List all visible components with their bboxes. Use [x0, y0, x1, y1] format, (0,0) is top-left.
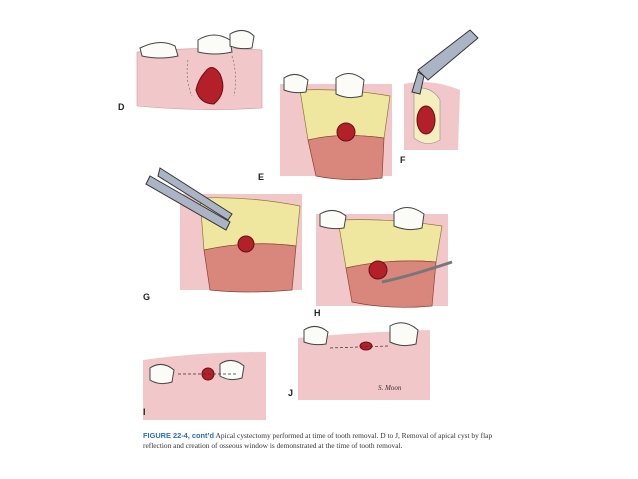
panel-h-illustration: [316, 207, 453, 308]
panel-i-illustration: [143, 352, 266, 420]
panel-label-h: H: [314, 308, 321, 318]
panel-f-illustration: [404, 29, 479, 150]
panel-j-illustration: [298, 322, 430, 400]
figure-label: FIGURE 22-4, cont’d: [143, 431, 215, 440]
figure-caption: FIGURE 22-4, cont’d Apical cystectomy pe…: [143, 431, 493, 450]
panel-label-d: D: [118, 102, 125, 112]
panel-label-i: I: [143, 407, 146, 417]
artist-signature: S. Moon: [378, 384, 402, 392]
panel-label-g: G: [143, 292, 151, 302]
panel-label-f: F: [400, 155, 406, 165]
panel-label-e: E: [258, 172, 265, 182]
caption-text: Apical cystectomy performed at time of t…: [143, 431, 493, 450]
panel-e-illustration: [280, 73, 392, 180]
panel-label-j: J: [288, 388, 294, 398]
panel-g-illustration: [145, 167, 302, 293]
panel-d-illustration: [136, 30, 263, 110]
